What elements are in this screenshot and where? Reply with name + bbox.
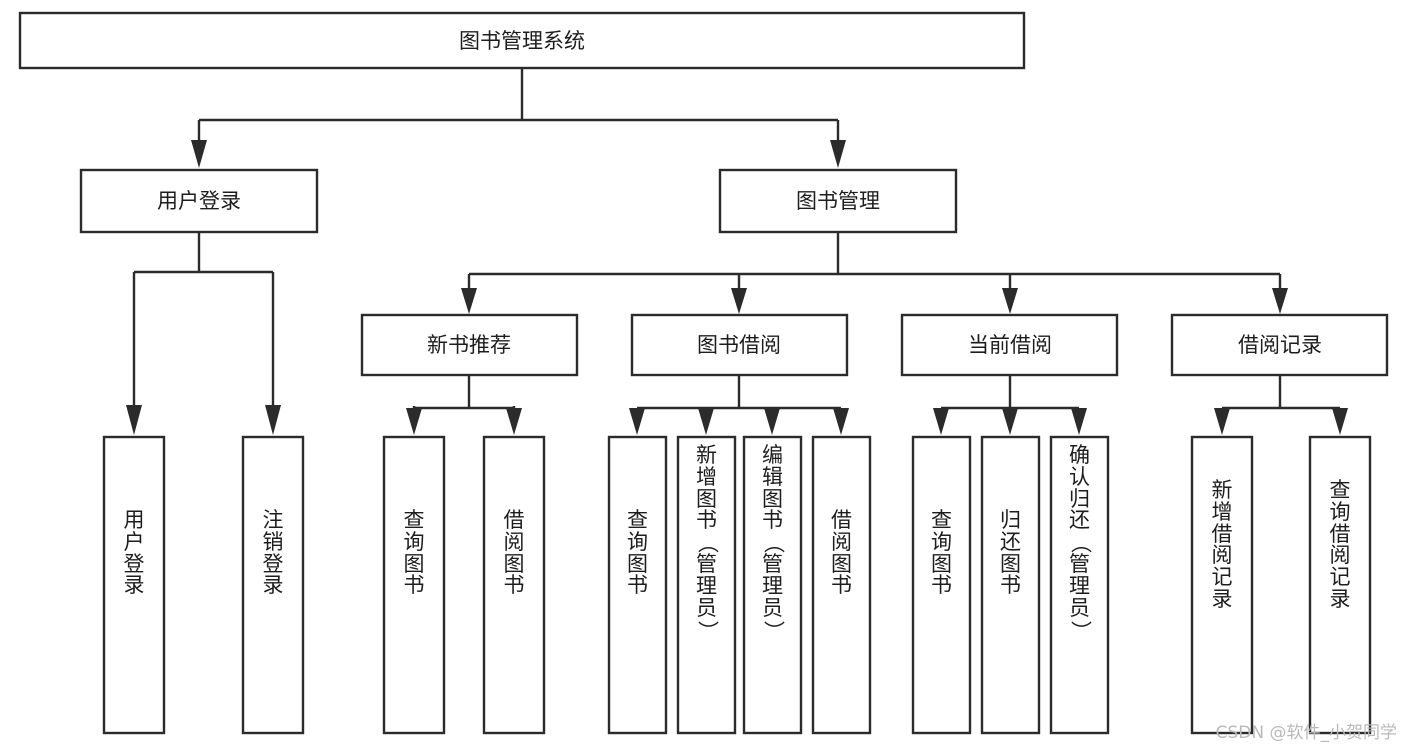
leaf-box-user-login-1[interactable] [102, 435, 166, 735]
leaf-box-bb-4[interactable] [811, 435, 872, 735]
leaf-box-nbr-2[interactable] [482, 435, 546, 735]
arrow-to-current-borrow [1002, 288, 1018, 314]
node-book-manage-box[interactable] [718, 168, 958, 234]
node-new-book-recommend-box[interactable] [360, 313, 579, 377]
arrow-cb-leaf-3 [1071, 408, 1087, 435]
arrow-cb-leaf-2 [1002, 408, 1018, 435]
leaf-box-cb-1[interactable] [911, 435, 972, 735]
leaf-box-cb-3[interactable] [1049, 435, 1110, 735]
leaf-box-br-1[interactable] [1190, 435, 1254, 735]
node-book-borrow-label: 图书借阅 [697, 333, 781, 357]
leaf-box-bb-2[interactable] [676, 435, 737, 735]
leaf-box-user-login-2[interactable] [241, 435, 305, 735]
node-current-borrow-box[interactable] [900, 313, 1119, 377]
arrow-to-new-book-recommend [461, 288, 477, 314]
arrow-nbr-leaf-1 [406, 408, 422, 435]
node-root-label: 图书管理系统 [459, 29, 585, 53]
arrow-bb-leaf-1 [629, 408, 645, 435]
connectors [126, 68, 1348, 435]
leaf-box-nbr-1[interactable] [382, 435, 446, 735]
node-root-box[interactable] [18, 11, 1026, 70]
arrow-to-borrow-records [1272, 288, 1288, 314]
leaf-box-cb-2[interactable] [980, 435, 1041, 735]
arrow-to-book-manage [830, 140, 846, 168]
arrow-user-login-leaf-1 [126, 405, 142, 435]
arrow-user-login-leaf-2 [265, 405, 281, 435]
node-user-login-label: 用户登录 [157, 189, 241, 213]
node-current-borrow-label: 当前借阅 [968, 333, 1052, 357]
node-book-manage-label: 图书管理 [796, 189, 880, 213]
arrow-bb-leaf-3 [764, 408, 780, 435]
arrow-cb-leaf-1 [933, 408, 949, 435]
arrow-br-leaf-1 [1214, 408, 1230, 435]
node-user-login-box[interactable] [79, 168, 319, 234]
arrow-nbr-leaf-2 [506, 408, 522, 435]
leaf-box-br-2[interactable] [1308, 435, 1372, 735]
arrow-bb-leaf-2 [698, 408, 714, 435]
arrow-br-leaf-2 [1332, 408, 1348, 435]
node-borrow-records-box[interactable] [1170, 313, 1389, 377]
leaf-box-bb-1[interactable] [607, 435, 668, 735]
leaf-box-bb-3[interactable] [742, 435, 803, 735]
node-borrow-records-label: 借阅记录 [1238, 333, 1322, 357]
arrow-to-book-borrow [731, 288, 747, 314]
node-book-borrow-box[interactable] [630, 313, 849, 377]
arrow-to-user-login [191, 140, 207, 168]
arrow-bb-leaf-4 [833, 408, 849, 435]
node-new-book-recommend-label: 新书推荐 [427, 333, 511, 357]
